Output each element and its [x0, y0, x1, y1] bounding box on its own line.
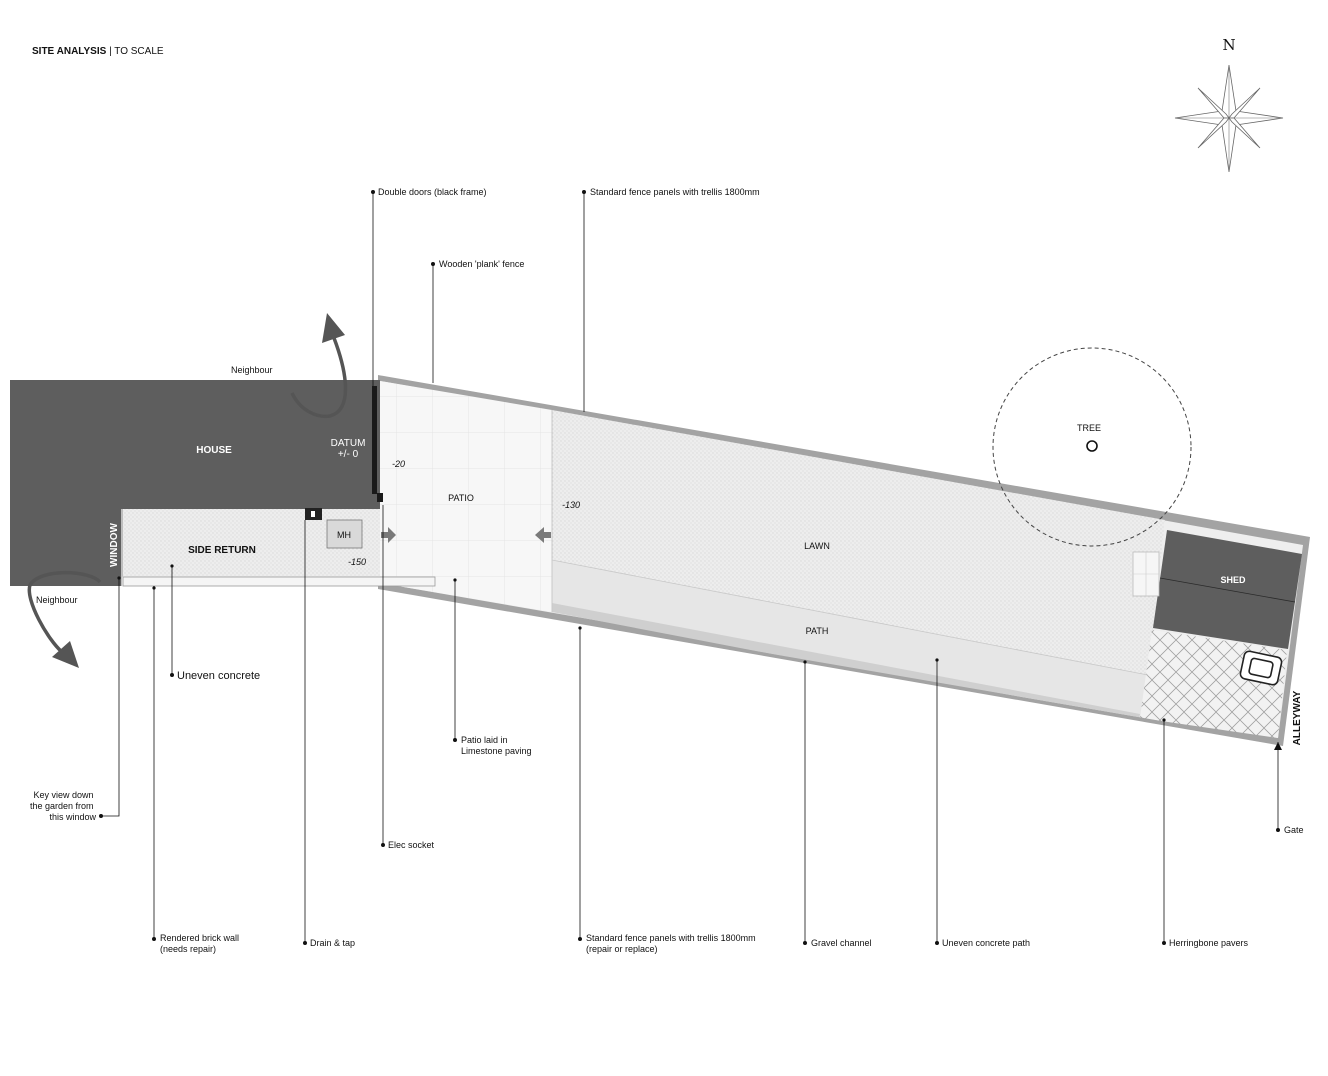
datum-value: +/- 0 [338, 449, 359, 460]
neighbour-arrow-bottom-icon [27, 570, 102, 668]
side-return-level: -150 [348, 557, 366, 567]
manhole-label: MH [337, 530, 351, 540]
annotation-gate: Gate [1284, 825, 1304, 835]
shed-building [1153, 530, 1302, 649]
neighbour-arrow-top-icon [290, 313, 348, 419]
north-label: N [1222, 36, 1235, 54]
annotation-uneven-path: Uneven concrete path [942, 938, 1030, 948]
alleyway-label: ALLEYWAY [1292, 690, 1303, 745]
lawn-path-edge [551, 559, 1149, 676]
lawn-label: LAWN [804, 541, 830, 551]
side-return-label: SIDE RETURN [188, 545, 256, 556]
annotation-drain-tap: Drain & tap [310, 938, 355, 948]
path-area [552, 560, 1148, 720]
annotation-key-view: Key view down the garden from this windo… [30, 790, 97, 822]
shed-label: SHED [1220, 575, 1246, 585]
lawnmower-icon [1239, 650, 1283, 686]
lawn-level: -130 [562, 500, 580, 510]
step-arrow-left-icon [535, 527, 551, 543]
gate-arrow-icon [1274, 742, 1282, 750]
compass-rose-icon: N [1174, 36, 1284, 173]
leader-dots [99, 190, 1280, 945]
datum-label: DATUM [331, 438, 366, 449]
rendered-brick-wall [122, 576, 436, 587]
patio-area [380, 381, 552, 612]
path-label: PATH [806, 626, 829, 636]
window-label: WINDOW [109, 523, 120, 567]
lawn-area [552, 410, 1165, 675]
tree-label: TREE [1077, 423, 1101, 433]
leader-lines [101, 192, 1279, 943]
page-title: SITE ANALYSIS | TO SCALE [32, 46, 164, 57]
neighbour-label-bottom: Neighbour [36, 595, 78, 605]
annotation-fence-bottom: Standard fence panels with trellis 1800m… [586, 933, 758, 954]
step-arrow-right-icon [381, 527, 396, 543]
patio-label: PATIO [448, 493, 474, 503]
annotation-brick-wall: Rendered brick wall (needs repair) [160, 933, 242, 954]
patio-level: -20 [392, 459, 405, 469]
tree-trunk-icon [1086, 440, 1098, 452]
annotation-double-doors: Double doors (black frame) [378, 187, 487, 197]
shed-ridge [1159, 577, 1296, 603]
annotation-patio: Patio laid in Limestone paving [461, 735, 532, 756]
manhole-cover [326, 519, 363, 549]
elec-socket-marker [377, 493, 383, 502]
annotation-gravel-channel: Gravel channel [811, 938, 872, 948]
house-label: HOUSE [196, 445, 232, 456]
annotation-elec-socket: Elec socket [388, 840, 435, 850]
annotation-uneven-concrete: Uneven concrete [177, 670, 260, 682]
tree-canopy [992, 347, 1192, 547]
double-doors [372, 386, 377, 494]
neighbour-label-top: Neighbour [231, 365, 273, 375]
annotation-herringbone: Herringbone pavers [1169, 938, 1249, 948]
annotation-fence-top: Standard fence panels with trellis 1800m… [590, 187, 760, 197]
annotation-plank-fence: Wooden 'plank' fence [439, 259, 524, 269]
